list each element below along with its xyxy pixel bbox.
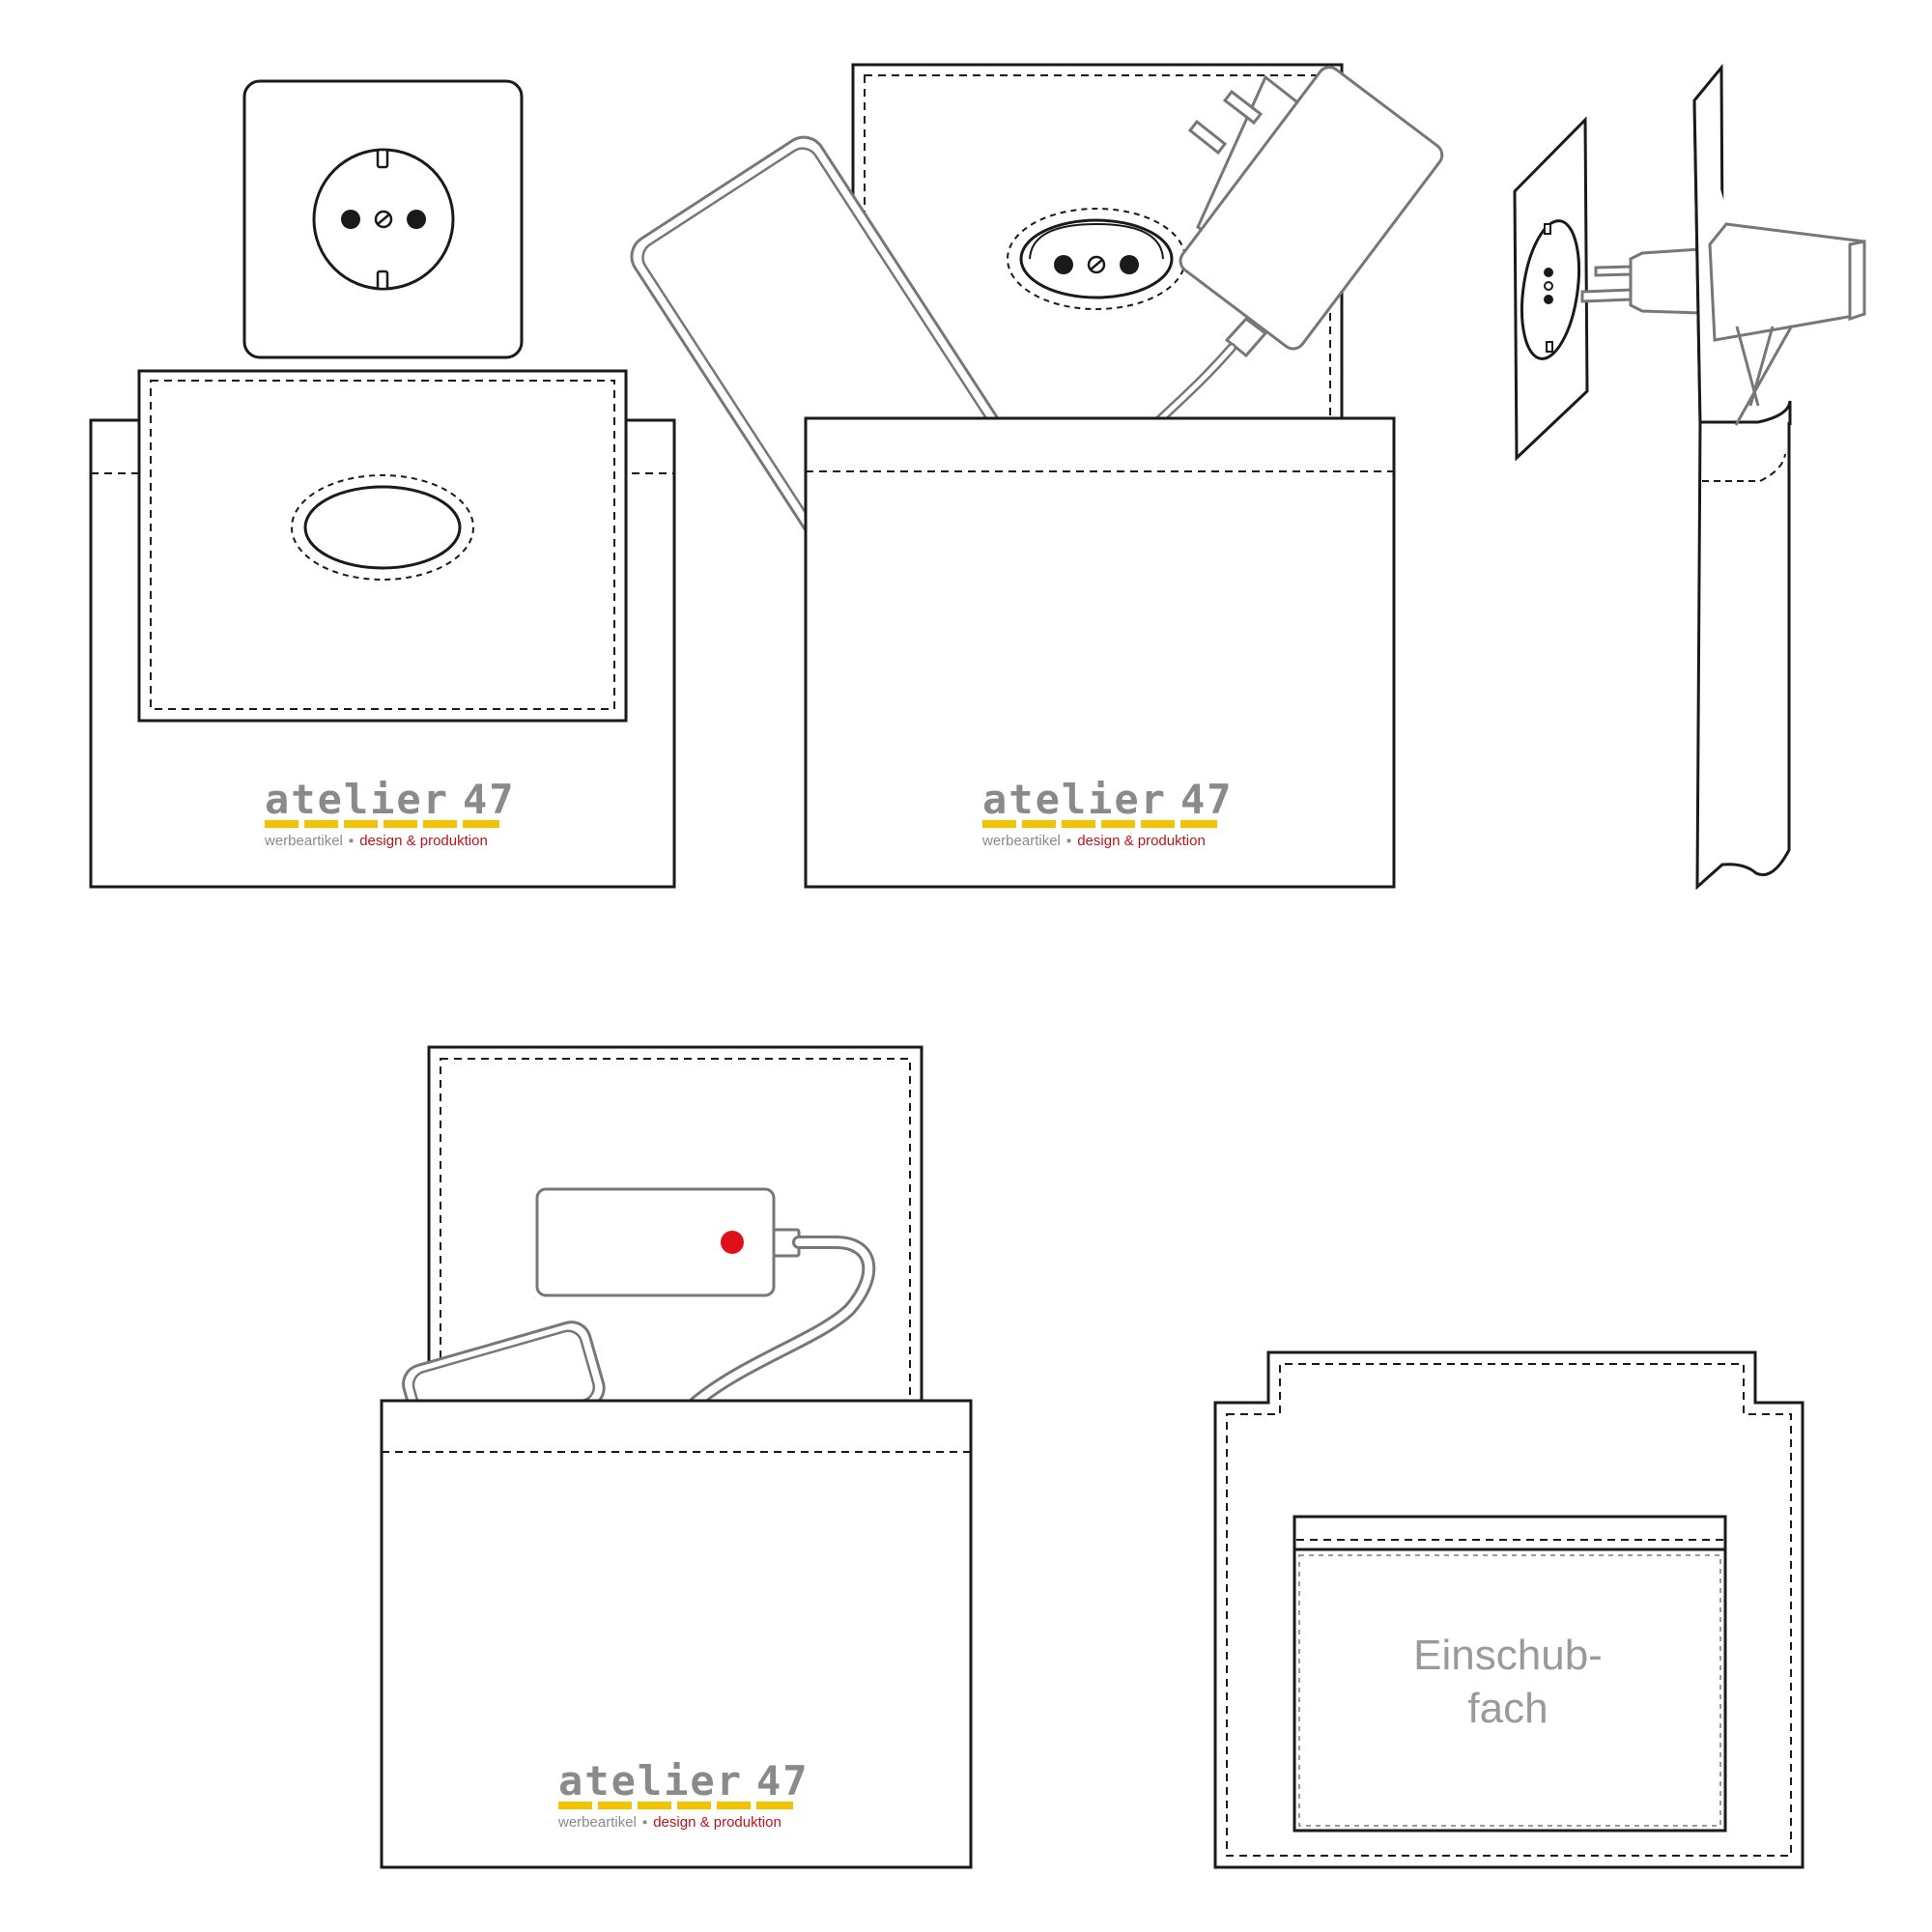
panel-charger-phone-view: atelier 47 werbeartikel ▪ design & produkti… bbox=[630, 63, 1444, 889]
pouch-front-pocket bbox=[804, 416, 1396, 889]
svg-text:werbeartikel▪design & produkti: werbeartikel ▪ design & produktion bbox=[264, 833, 488, 849]
panel-socket-flap-view: atelier 47 werbeartikel ▪ design & produkti… bbox=[89, 79, 676, 889]
charger-icon bbox=[1708, 222, 1866, 426]
logo-name: atelier bbox=[982, 776, 1167, 823]
status-led bbox=[721, 1231, 744, 1254]
svg-text:werbeartikel▪design & produkti: werbeartikel ▪ design & produktion bbox=[557, 1814, 781, 1831]
logo-tagline-right: design & produktion bbox=[359, 833, 488, 849]
pocket-label-line2: fach bbox=[1467, 1685, 1548, 1732]
panel-side-view bbox=[1513, 63, 1866, 891]
logo-tagline-left: werbeartikel bbox=[264, 833, 343, 849]
pouch-front-pocket bbox=[380, 1399, 973, 1869]
plug-icon bbox=[1580, 247, 1702, 315]
logo-number: 47 bbox=[756, 1757, 810, 1804]
logo-separator: ▪ bbox=[1066, 833, 1071, 849]
logo-name: atelier bbox=[558, 1757, 743, 1804]
logo-number: 47 bbox=[463, 776, 516, 823]
pocket-label-line1: Einschub- bbox=[1413, 1632, 1603, 1679]
wall-socket-icon bbox=[242, 79, 524, 359]
svg-text:werbeartikel▪design & produkti: werbeartikel ▪ design & produktion bbox=[981, 833, 1206, 849]
logo-tagline-left: werbeartikel bbox=[557, 1814, 637, 1831]
wall-socket-icon bbox=[1513, 116, 1589, 462]
powerbank-icon bbox=[535, 1187, 876, 1409]
logo-tagline-left: werbeartikel bbox=[981, 833, 1061, 849]
socket-cutout bbox=[303, 485, 462, 570]
brand-logo: atelier 47 werbeartikel ▪ design & produkti… bbox=[981, 776, 1234, 849]
charger-icon bbox=[1150, 66, 1444, 430]
panel-powerbank-view: atelier 47 werbeartikel ▪ design & produkti… bbox=[380, 1045, 973, 1869]
logo-name: atelier bbox=[265, 776, 449, 823]
socket-icon bbox=[1007, 208, 1186, 310]
slip-pocket: Einschub- fach bbox=[1293, 1515, 1727, 1833]
logo-tagline-right: design & produktion bbox=[1077, 833, 1206, 849]
panel-back-view: Einschub- fach bbox=[1213, 1350, 1804, 1869]
logo-separator: ▪ bbox=[349, 833, 354, 849]
brand-logo: atelier 47 werbeartikel ▪ design & produkti… bbox=[557, 1757, 810, 1831]
brand-logo: atelier 47 werbeartikel ▪ design & produkti… bbox=[264, 776, 516, 849]
logo-number: 47 bbox=[1180, 776, 1234, 823]
logo-separator: ▪ bbox=[642, 1814, 647, 1831]
logo-tagline-right: design & produktion bbox=[653, 1814, 781, 1831]
plug-pins-icon bbox=[1187, 89, 1264, 156]
